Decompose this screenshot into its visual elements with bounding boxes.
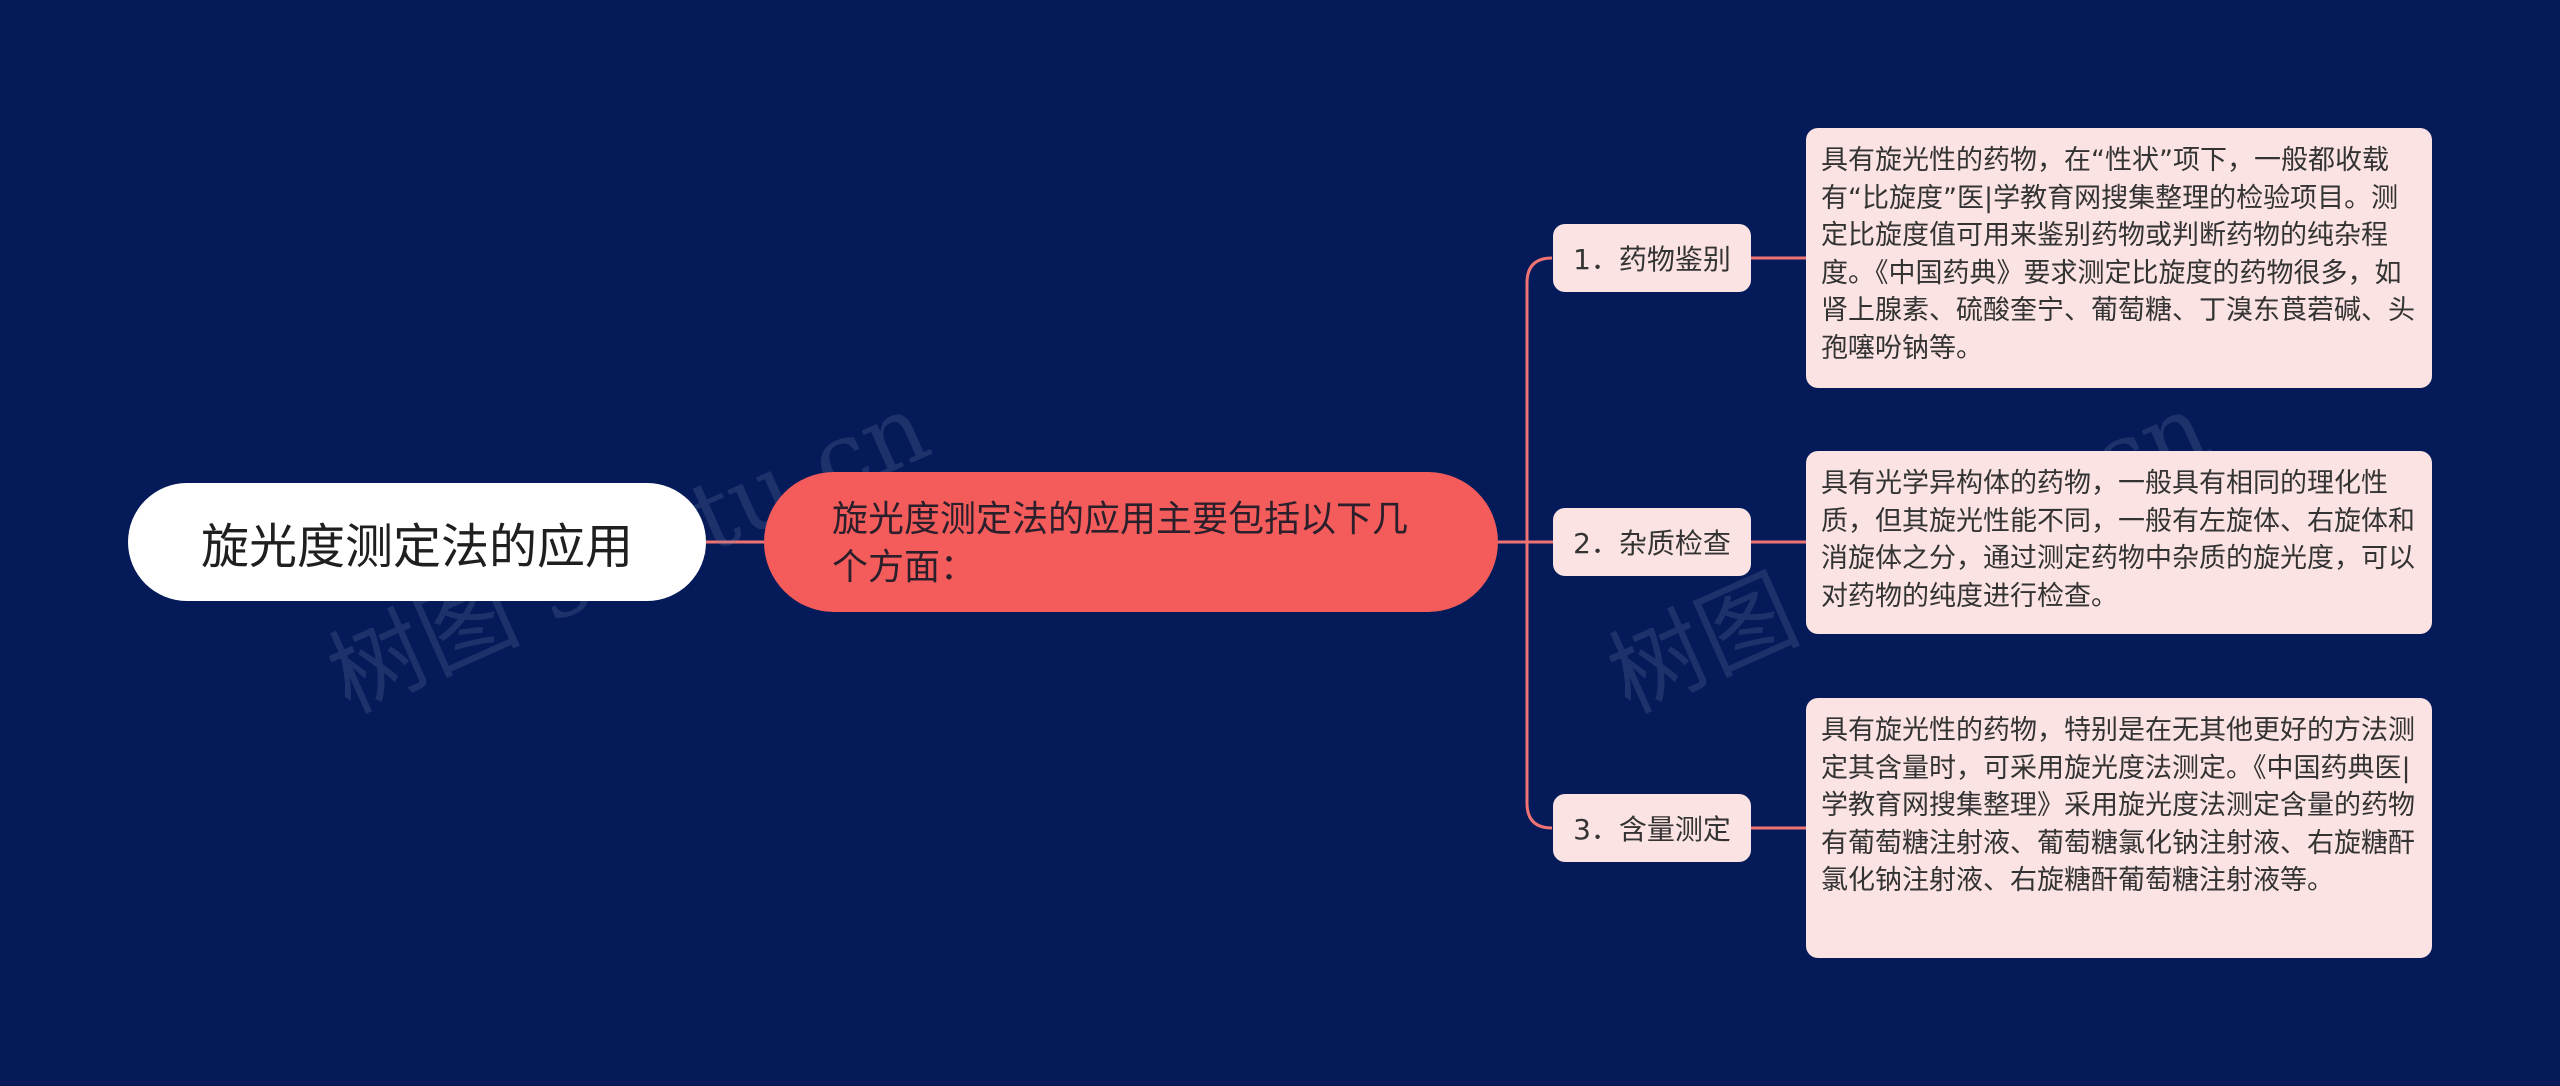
detail-node-drug-identification[interactable]: 具有旋光性的药物，在“性状”项下，一般都收载有“比旋度”医|学教育网搜集整理的检… — [1806, 128, 2432, 388]
root-node-label: 旋光度测定法的应用 — [200, 519, 633, 575]
main-topic-node[interactable]: 旋光度测定法的应用主要包括以下几个方面： — [764, 472, 1498, 612]
branch-1-connector — [1525, 256, 1553, 542]
detail-text: 具有光学异构体的药物，一般具有相同的理化性质，但其旋光性能不同，一般有左旋体、右… — [1821, 468, 2415, 612]
branch-label: 2．杂质检查 — [1573, 527, 1731, 560]
detail-node-content-determination[interactable]: 具有旋光性的药物，特别是在无其他更好的方法测定其含量时，可采用旋光度法测定。《中… — [1806, 698, 2432, 958]
branch-3-connector — [1525, 542, 1553, 830]
root-node[interactable]: 旋光度测定法的应用 — [128, 483, 706, 601]
detail-text: 具有旋光性的药物，在“性状”项下，一般都收载有“比旋度”医|学教育网搜集整理的检… — [1821, 145, 2415, 364]
branch-node-content-determination[interactable]: 3．含量测定 — [1553, 794, 1751, 862]
branch-label: 3．含量测定 — [1573, 813, 1731, 846]
branch-node-drug-identification[interactable]: 1．药物鉴别 — [1553, 224, 1751, 292]
branch-label: 1．药物鉴别 — [1573, 243, 1731, 276]
branch-node-impurity-check[interactable]: 2．杂质检查 — [1553, 508, 1751, 576]
detail-node-impurity-check[interactable]: 具有光学异构体的药物，一般具有相同的理化性质，但其旋光性能不同，一般有左旋体、右… — [1806, 451, 2432, 634]
detail-text: 具有旋光性的药物，特别是在无其他更好的方法测定其含量时，可采用旋光度法测定。《中… — [1821, 715, 2415, 896]
main-topic-label: 旋光度测定法的应用主要包括以下几个方面： — [832, 499, 1409, 588]
